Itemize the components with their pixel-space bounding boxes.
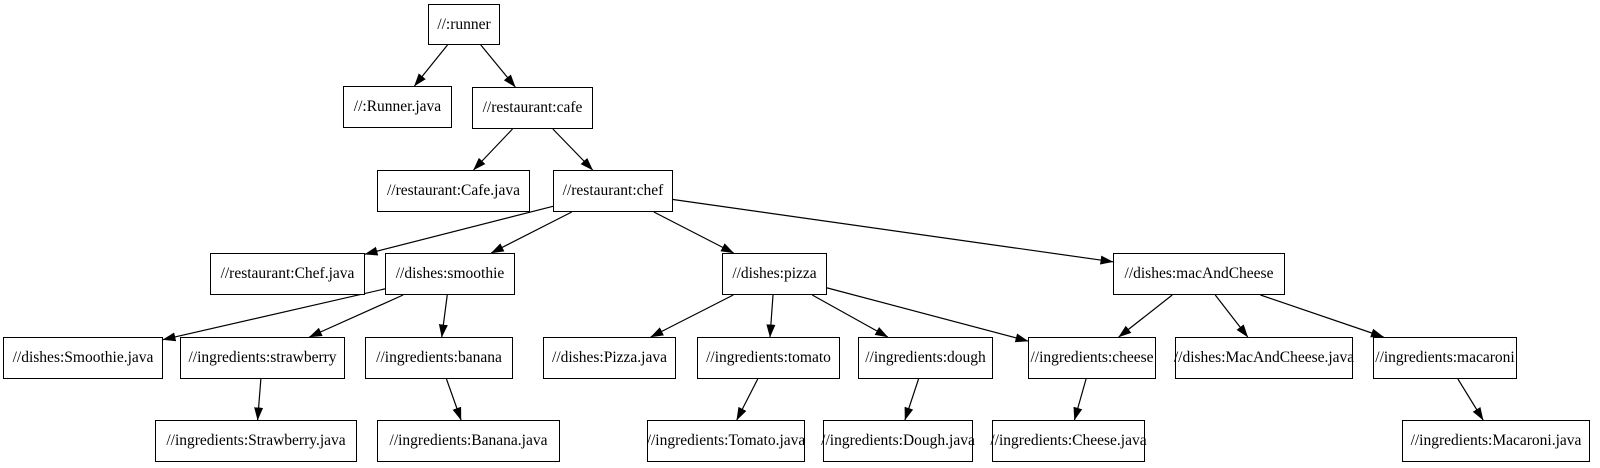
graph-node-cheese: //ingredients:cheese xyxy=(1028,337,1156,379)
graph-node-mac-and-cheese: //dishes:macAndCheese xyxy=(1113,253,1285,295)
graph-edge-chef-to-smoothie xyxy=(490,211,573,254)
graph-node-strawberry-java: //ingredients:Strawberry.java xyxy=(155,420,357,462)
graph-node-runner: //:runner xyxy=(428,4,500,45)
graph-edge-dough-to-dough-java xyxy=(904,378,920,421)
graph-edge-smoothie-to-smoothie-java xyxy=(162,288,386,342)
graph-edge-banana-to-banana-java xyxy=(445,378,462,421)
graph-edge-smoothie-to-banana xyxy=(438,294,448,338)
graph-edge-mac-and-cheese-to-cheese xyxy=(1118,294,1173,338)
graph-node-smoothie: //dishes:smoothie xyxy=(385,253,515,295)
graph-edge-pizza-to-tomato xyxy=(766,294,776,338)
graph-node-tomato-java: //ingredients:Tomato.java xyxy=(647,420,805,462)
graph-edge-mac-and-cheese-to-mac-and-cheese-java xyxy=(1214,294,1249,338)
graph-node-tomato: //ingredients:tomato xyxy=(697,337,840,379)
graph-node-dough: //ingredients:dough xyxy=(858,337,993,379)
graph-node-strawberry: //ingredients:strawberry xyxy=(180,337,345,379)
graph-edge-chef-to-mac-and-cheese xyxy=(672,198,1114,265)
graph-node-cheese-java: //ingredients:Cheese.java xyxy=(990,420,1147,462)
graph-edge-pizza-to-cheese xyxy=(826,287,1029,343)
graph-edge-strawberry-to-strawberry-java xyxy=(254,378,264,421)
graph-edge-runner-to-runner-java xyxy=(413,44,448,87)
graph-edge-macaroni-to-macaroni-java xyxy=(1457,378,1484,421)
graph-node-smoothie-java: //dishes:Smoothie.java xyxy=(3,337,163,379)
graph-edge-cafe-to-chef xyxy=(552,128,594,171)
graph-edge-chef-to-chef-java xyxy=(364,205,554,256)
graph-edge-chef-to-pizza xyxy=(653,211,735,254)
graph-edge-tomato-to-tomato-java xyxy=(736,378,759,421)
graph-node-chef-java: //restaurant:Chef.java xyxy=(210,253,365,295)
graph-node-pizza: //dishes:pizza xyxy=(722,253,827,295)
graph-node-macaroni-java: //ingredients:Macaroni.java xyxy=(1402,420,1590,462)
graph-edge-mac-and-cheese-to-macaroni xyxy=(1260,294,1384,338)
graph-edge-pizza-to-pizza-java xyxy=(650,294,734,338)
graph-node-mac-and-cheese-java: //dishes:MacAndCheese.java xyxy=(1174,337,1354,379)
graph-node-pizza-java: //dishes:Pizza.java xyxy=(543,337,676,379)
graph-node-cafe-java: //restaurant:Cafe.java xyxy=(377,170,530,212)
graph-node-banana-java: //ingredients:Banana.java xyxy=(377,420,560,462)
graph-node-dough-java: //ingredients:Dough.java xyxy=(821,420,975,462)
graph-node-chef: //restaurant:chef xyxy=(553,170,673,212)
graph-edge-smoothie-to-strawberry xyxy=(308,294,404,338)
graph-edge-runner-to-cafe xyxy=(480,44,516,88)
graph-node-runner-java: //:Runner.java xyxy=(343,86,452,128)
graph-edge-cafe-to-cafe-java xyxy=(473,128,513,171)
graph-node-banana: //ingredients:banana xyxy=(365,337,513,379)
graph-node-macaroni: //ingredients:macaroni xyxy=(1373,337,1517,379)
graph-edge-cheese-to-cheese-java xyxy=(1073,378,1087,421)
graph-edge-pizza-to-dough xyxy=(811,294,889,338)
graph-node-cafe: //restaurant:cafe xyxy=(472,87,593,129)
